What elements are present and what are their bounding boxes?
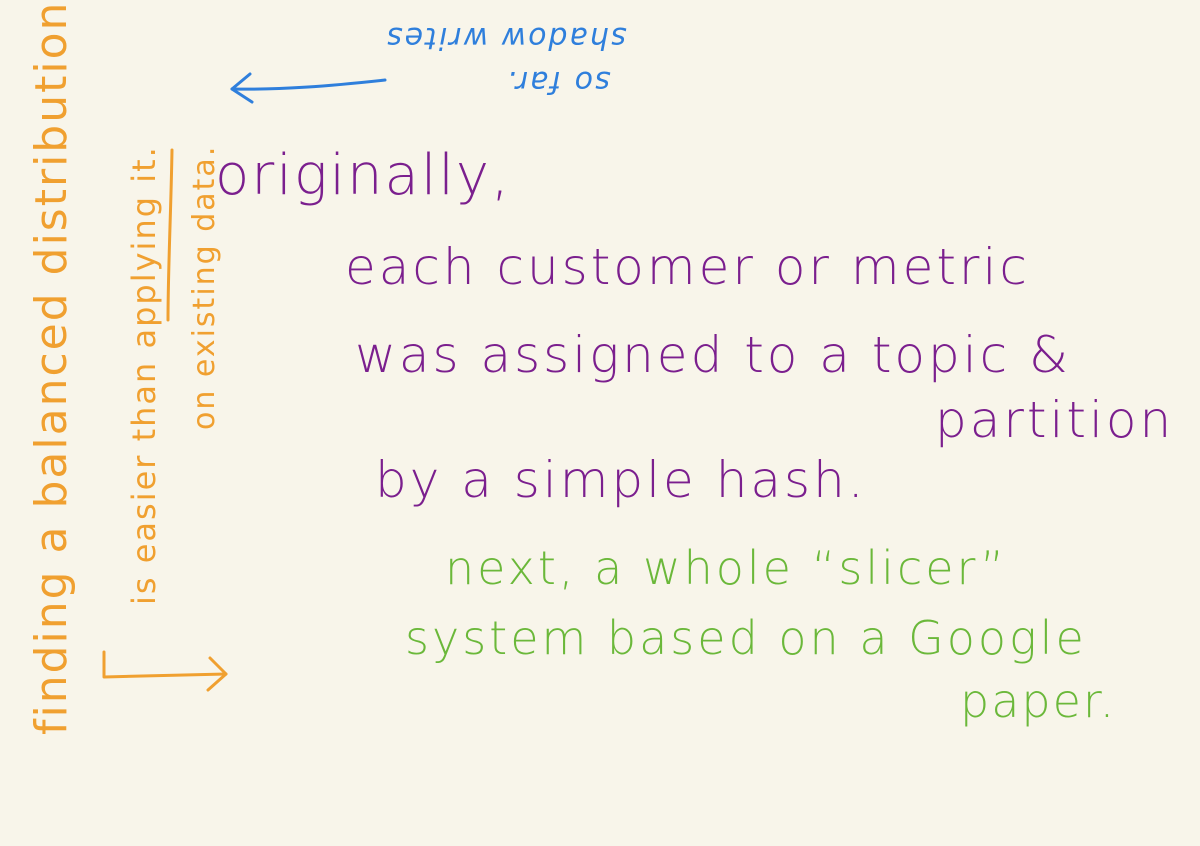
orange-note-line-2: is easier than applying it. <box>125 145 163 605</box>
purple-note-line-5: by a simple hash. <box>375 451 867 509</box>
green-note-line-3: paper. <box>960 674 1117 728</box>
purple-note-line-1: originally, <box>215 143 511 208</box>
orange-arrow-icon <box>102 650 228 679</box>
green-note-line-2: system based on a Google <box>405 611 1087 665</box>
orange-underline-stroke <box>166 148 174 322</box>
orange-note-line-1: finding a balanced distribution <box>26 0 77 735</box>
purple-note-line-4: partition <box>935 391 1175 449</box>
blue-arrow-icon <box>230 78 387 91</box>
blue-note-line-2: so far. <box>505 64 611 99</box>
purple-note-line-2: each customer or metric <box>345 238 1030 296</box>
green-note-line-1: next, a whole “slicer” <box>445 541 1008 595</box>
blue-note-line-1: shadow writes <box>385 20 627 55</box>
orange-note-line-3: on existing data. <box>187 144 222 430</box>
purple-note-line-3: was assigned to a topic & <box>355 326 1072 384</box>
